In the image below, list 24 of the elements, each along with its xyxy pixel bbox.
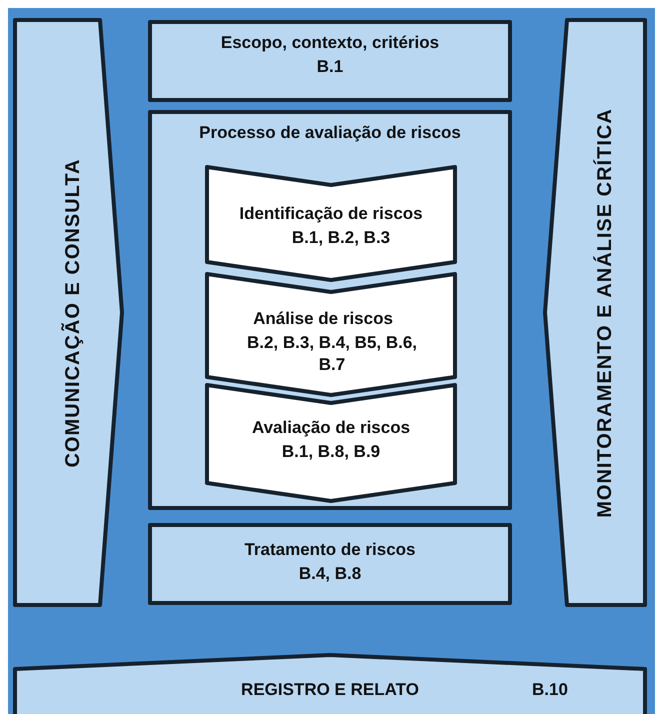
side-arrow-panel (15, 20, 122, 605)
chevron-step (207, 385, 455, 501)
node-title: Identificação de riscos (238, 203, 424, 225)
node-reference: B.1, B.8, B.9 (280, 441, 382, 463)
process-box (150, 525, 510, 603)
node-title: Tratamento de riscos (243, 539, 416, 561)
node-title: MONITORAMENTO E ANÁLISE CRÍTICA (594, 108, 616, 518)
side-arrow-panel (545, 20, 645, 605)
node-title: Escopo, contexto, critérios (220, 32, 440, 54)
node-reference: B.1 (316, 56, 344, 78)
node-title: REGISTRO E RELATO (240, 679, 420, 701)
node-title: Processo de avaliação de riscos (198, 122, 462, 144)
process-group-box (150, 112, 510, 508)
node-title: Análise de riscos (252, 308, 394, 330)
bottom-band (15, 655, 645, 714)
node-title: Avaliação de riscos (250, 417, 412, 439)
node-reference: B.2, B.3, B.4, B5, B.6, B.7 (246, 332, 418, 376)
process-box (150, 22, 510, 100)
node-reference: B.1, B.2, B.3 (290, 227, 392, 249)
chevron-step (207, 167, 455, 280)
node-reference: B.4, B.8 (298, 563, 362, 585)
node-title: COMUNICAÇÃO E CONSULTA (62, 158, 84, 468)
node-reference: B.10 (531, 679, 569, 701)
chevron-step (207, 274, 455, 395)
